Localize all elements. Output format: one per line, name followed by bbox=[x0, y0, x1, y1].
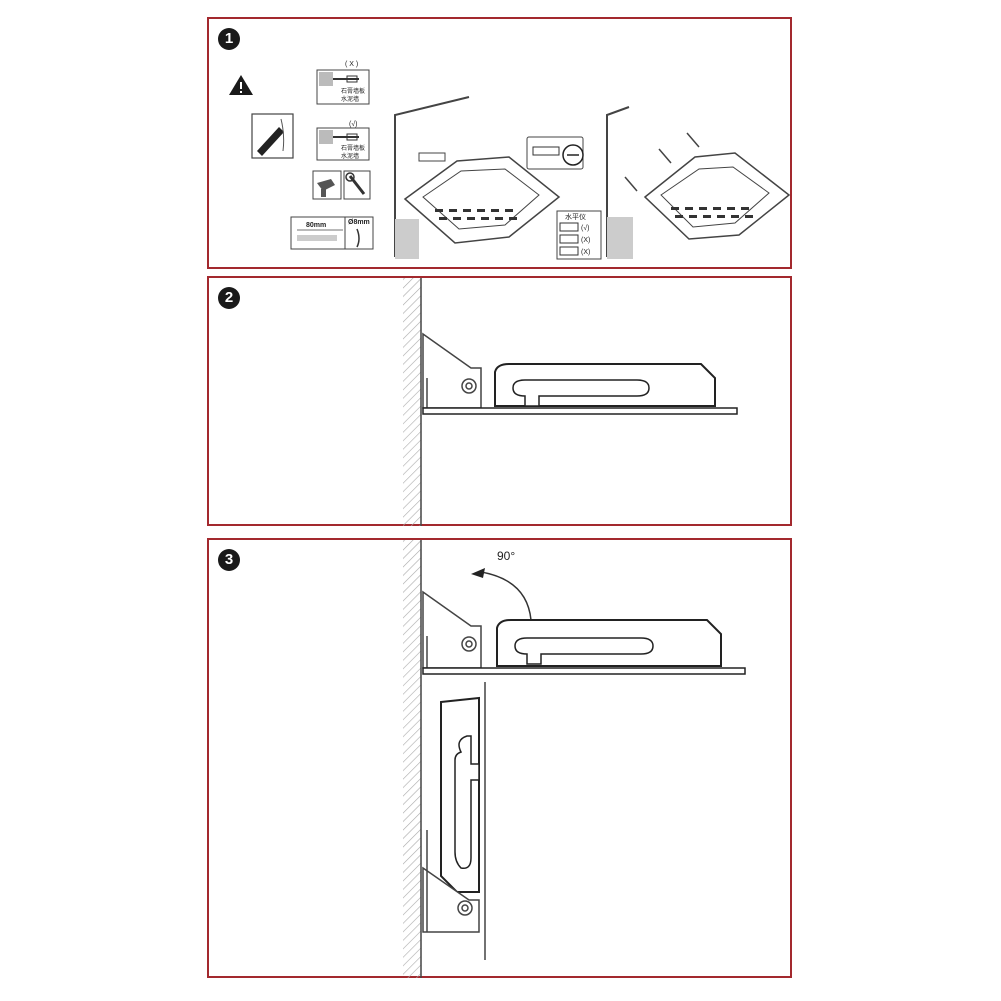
wall-bracket bbox=[422, 332, 482, 409]
drywall-anchor-diagram: ( X ) 石膏墙板 水泥墙 bbox=[316, 61, 370, 105]
depth-label: 80mm bbox=[306, 222, 326, 229]
level-bad-1: (X) bbox=[581, 237, 590, 244]
diameter-label: Ø8mm bbox=[348, 219, 370, 226]
concrete-mark: (√) bbox=[349, 120, 358, 128]
concrete-label-1: 石膏墙板 bbox=[341, 144, 365, 152]
wrench-icon bbox=[343, 170, 371, 200]
step-number-badge: 3 bbox=[218, 549, 240, 571]
drywall-label-1: 石膏墙板 bbox=[341, 87, 365, 95]
shelf-folded-out bbox=[422, 619, 746, 675]
wall-bracket-upper bbox=[422, 590, 482, 669]
drill-bit-dimensions: 80mm Ø8mm bbox=[290, 216, 374, 250]
level-closeup bbox=[526, 136, 584, 170]
drywall-mark: ( X ) bbox=[345, 61, 358, 68]
step-number-badge: 1 bbox=[218, 28, 240, 50]
wall-scene-right bbox=[606, 106, 791, 259]
pencil-mark-icon bbox=[251, 113, 294, 159]
step-3-panel: 3 90° bbox=[207, 538, 792, 978]
step-1-panel: 1 ( X ) 石膏墙板 水泥墙 (√) bbox=[207, 17, 792, 269]
concrete-label-2: 水泥墙 bbox=[341, 152, 359, 160]
warning-icon bbox=[229, 75, 253, 95]
shelf-folded-against-wall bbox=[440, 682, 486, 960]
wall-scene-left bbox=[394, 96, 561, 259]
step-2-panel: 2 bbox=[207, 276, 792, 526]
step-number-badge: 2 bbox=[218, 287, 240, 309]
level-title: 水平仪 bbox=[565, 212, 586, 221]
concrete-anchor-diagram: (√) 石膏墙板 水泥墙 bbox=[316, 120, 370, 161]
wall-bracket-lower bbox=[422, 830, 480, 933]
level-legend: 水平仪 (√) (X) (X) bbox=[556, 210, 602, 260]
wall-section bbox=[403, 540, 422, 978]
step-3-illustration: 90° bbox=[403, 540, 746, 978]
wall-section bbox=[403, 278, 422, 526]
rotation-arc bbox=[480, 571, 532, 621]
rotation-arrowhead bbox=[471, 568, 485, 578]
rotation-angle-label: 90° bbox=[497, 549, 515, 563]
step-2-illustration bbox=[403, 278, 738, 526]
step-1-illustration: ( X ) 石膏墙板 水泥墙 (√) 石膏墙板 水泥墙 bbox=[229, 61, 791, 260]
level-ok: (√) bbox=[581, 224, 590, 232]
shelf bbox=[422, 363, 738, 415]
level-bad-2: (X) bbox=[581, 249, 590, 256]
drill-icon bbox=[312, 170, 342, 200]
drywall-label-2: 水泥墙 bbox=[341, 95, 359, 103]
